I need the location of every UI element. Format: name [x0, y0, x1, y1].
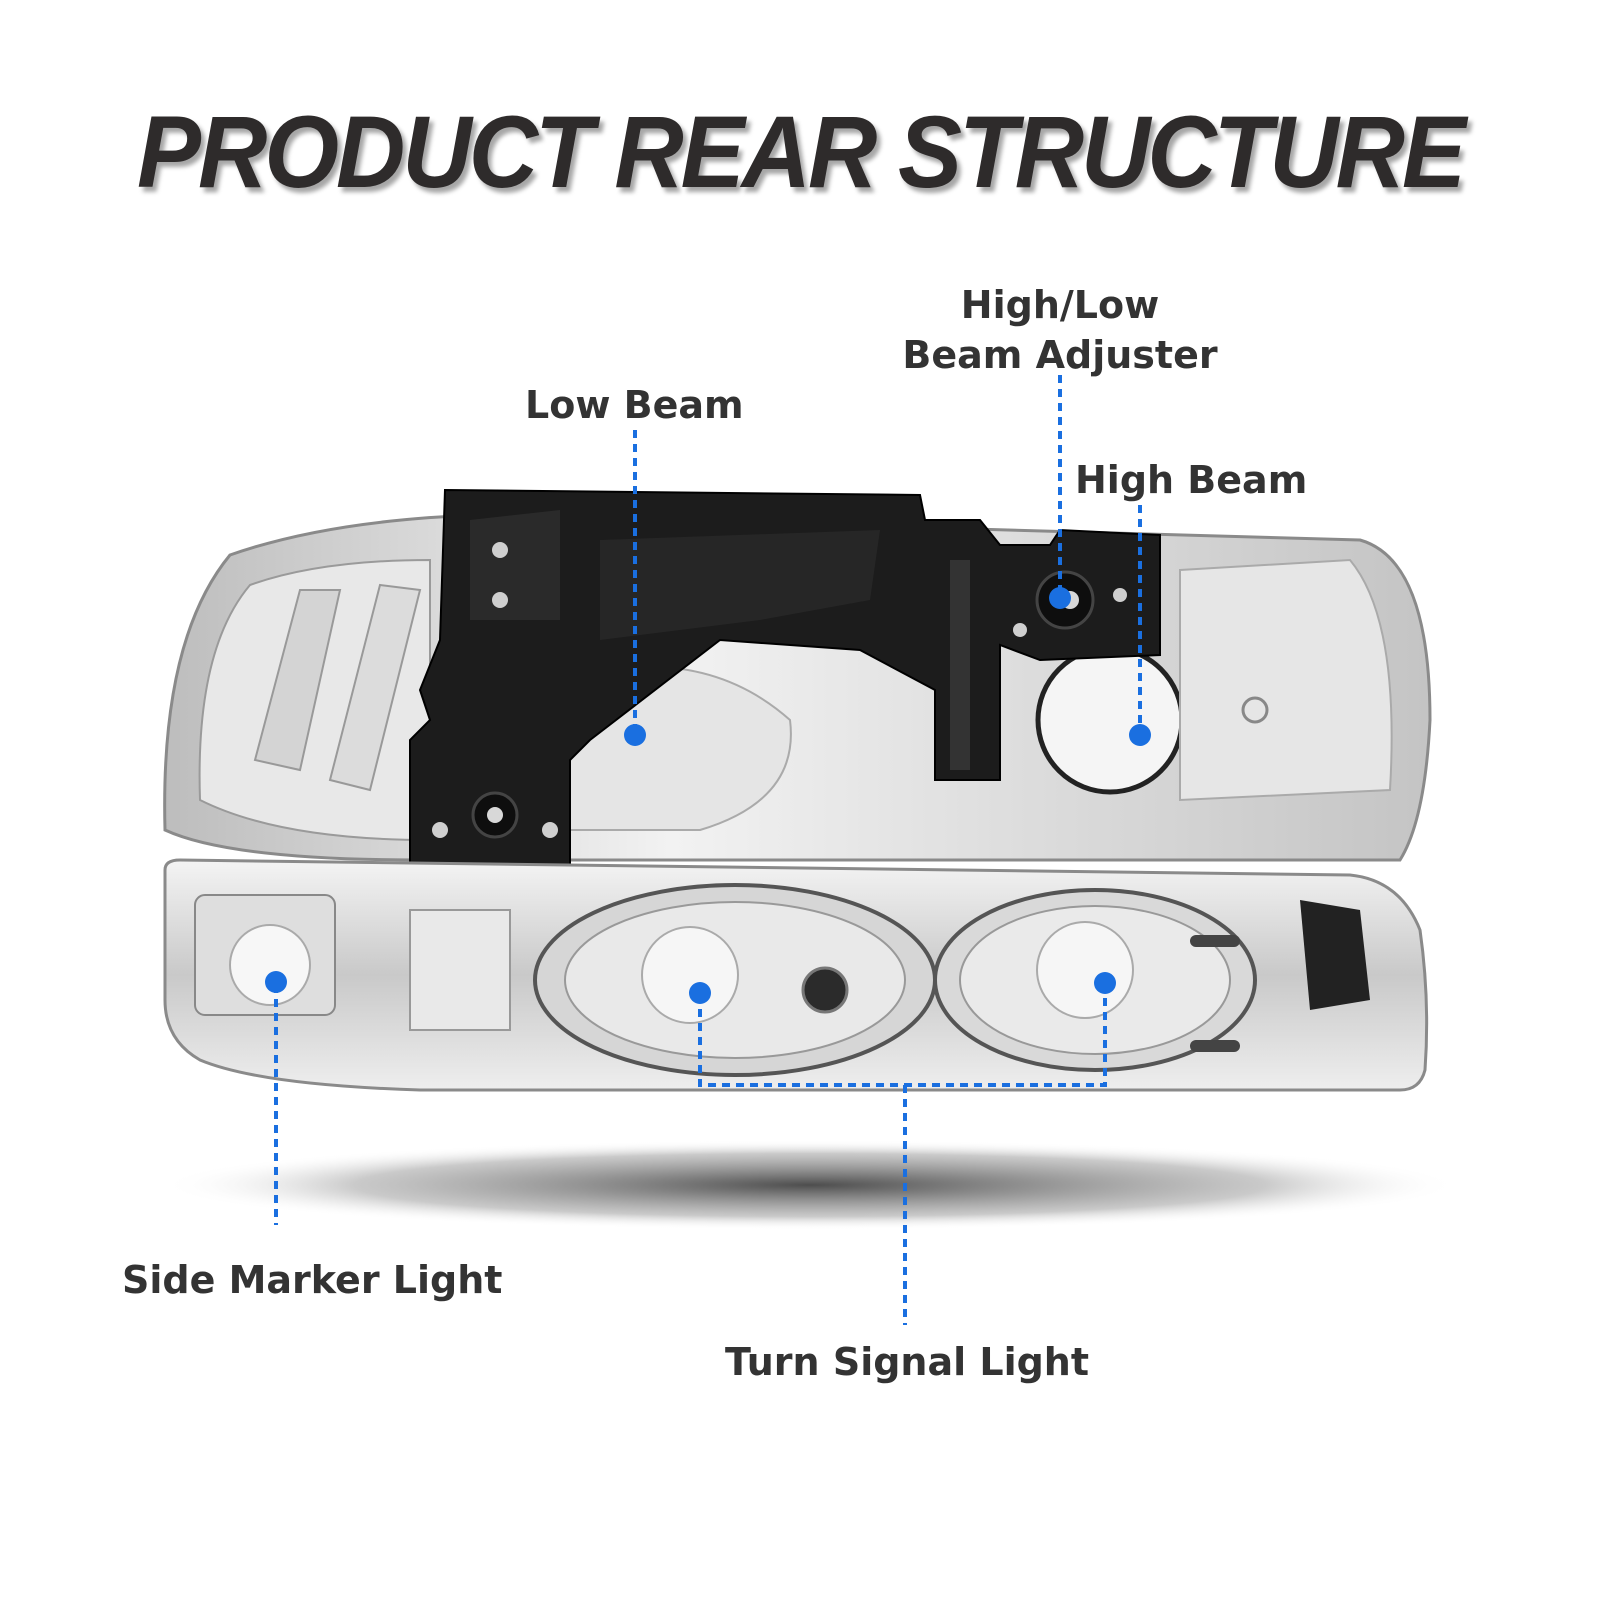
side-marker-light-label: Side Marker Light — [122, 1258, 503, 1302]
callout-dots — [265, 587, 1151, 1004]
high-beam-label: High Beam — [1075, 458, 1308, 502]
adjuster-dot — [1049, 587, 1071, 609]
high-low-beam-adjuster-line1: High/Low — [960, 283, 1160, 327]
low-beam-dot — [624, 724, 646, 746]
side-marker-dot — [265, 971, 287, 993]
lower-turn-lamp-housing — [163, 858, 1429, 1092]
turn-signal-dot-right — [1094, 972, 1116, 994]
black-mounting-bracket — [409, 488, 1161, 891]
high-low-beam-adjuster-line2: Beam Adjuster — [902, 333, 1218, 377]
low-beam-label: Low Beam — [525, 383, 744, 427]
page-title: PRODUCT REAR STRUCTURE — [137, 95, 1466, 210]
callout-lines — [274, 375, 1142, 1325]
turn-signal-callout-bracket — [698, 985, 1107, 1087]
turn-signal-dot-left — [689, 982, 711, 1004]
ground-shadow — [160, 1140, 1460, 1230]
turn-signal-light-label: Turn Signal Light — [725, 1340, 1090, 1384]
high-low-beam-adjuster-label: High/Low Beam Adjuster — [900, 280, 1220, 380]
high-beam-dot — [1129, 724, 1151, 746]
